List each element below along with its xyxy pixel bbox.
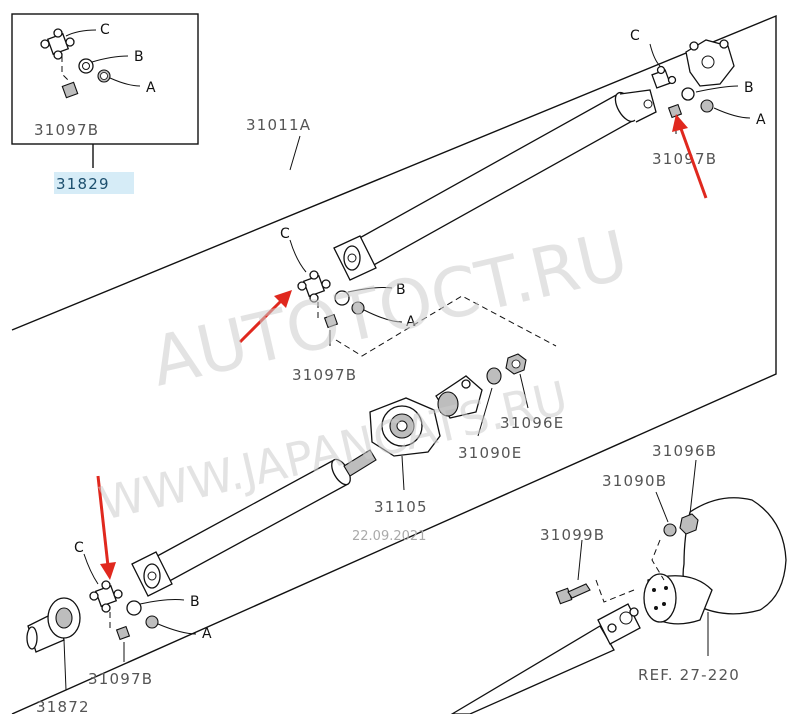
rear-shaft-end: [450, 603, 641, 714]
inset-callout-a: A: [146, 80, 156, 96]
inset-group-number[interactable]: 31829: [56, 175, 110, 193]
center-slip-yoke: [435, 375, 483, 419]
bottom-callout-a: A: [202, 626, 212, 642]
top-right-callout-b: B: [744, 80, 754, 96]
front-shaft-tube: [333, 89, 657, 281]
rear-bolt-part-number[interactable]: 31090B: [602, 472, 667, 490]
center-bearing: [369, 397, 441, 457]
flange-part-number[interactable]: 31872: [36, 698, 90, 714]
bottom-nipple-icon: [115, 625, 131, 641]
rear-washer-icon: [663, 523, 677, 537]
inset-box: C B A 31097B: [11, 13, 199, 145]
rear-nut-part-number[interactable]: 31096B: [652, 442, 717, 460]
rear-bolt-icon: [555, 583, 591, 605]
companion-flange: [26, 597, 81, 653]
top-right-callout-a: A: [756, 112, 766, 128]
rear-nut-icon: [679, 513, 699, 535]
inset-ring-icon: [97, 69, 111, 83]
middle-part-number[interactable]: 31097B: [292, 366, 357, 384]
middle-nipple-icon: [323, 313, 339, 329]
inset-part-number[interactable]: 31097B: [34, 121, 99, 139]
inset-spider-icon: [40, 28, 75, 60]
assembly-frame: [11, 14, 777, 714]
top-right-flange-yoke: [685, 39, 735, 87]
middle-callout-a: A: [406, 314, 416, 330]
center-washer-icon: [486, 367, 502, 385]
bottom-part-number[interactable]: 31097B: [88, 670, 153, 688]
inset-group-highlight: [54, 172, 134, 194]
bolt-part-number[interactable]: 31090E: [458, 444, 522, 462]
rear-shaft-tube: [131, 449, 377, 597]
middle-callout-c: C: [280, 226, 290, 242]
bottom-callout-b: B: [190, 594, 200, 610]
middle-red-arrow: [238, 290, 292, 344]
ref-label[interactable]: REF. 27-220: [638, 666, 740, 684]
top-right-part-number[interactable]: 31097B: [652, 150, 717, 168]
top-right-nipple-icon: [667, 103, 683, 119]
inset-seal-icon: [78, 58, 94, 74]
inset-callout-c: C: [100, 22, 110, 38]
diagram-date: 22.09.2021: [352, 529, 426, 544]
middle-seal-icon: [334, 290, 350, 306]
middle-ring-icon: [351, 301, 365, 315]
bottom-callout-c: C: [74, 540, 84, 556]
top-right-spider-icon: [651, 65, 677, 89]
middle-spider-icon: [297, 270, 331, 303]
top-right-seal-icon: [681, 87, 695, 101]
nut-washer-part-number[interactable]: 31096E: [500, 414, 564, 432]
top-right-red-arrow: [672, 114, 708, 199]
bottom-seal-icon: [126, 600, 142, 616]
differential-housing: [643, 497, 787, 625]
shaft-front-label[interactable]: 31011A: [246, 116, 311, 134]
center-nut-icon: [505, 353, 527, 375]
bottom-spider-icon: [89, 580, 123, 613]
inset-grease-nipple-icon: [61, 81, 79, 99]
bottom-ring-icon: [145, 615, 159, 629]
top-right-callout-c: C: [630, 28, 640, 44]
inset-callout-b: B: [134, 49, 144, 65]
top-right-ring-icon: [700, 99, 714, 113]
bottom-red-arrow: [96, 475, 116, 580]
rear-flange-bolt-part-number[interactable]: 31099B: [540, 526, 605, 544]
middle-callout-b: B: [396, 282, 406, 298]
center-bearing-part-number[interactable]: 31105: [374, 498, 428, 516]
